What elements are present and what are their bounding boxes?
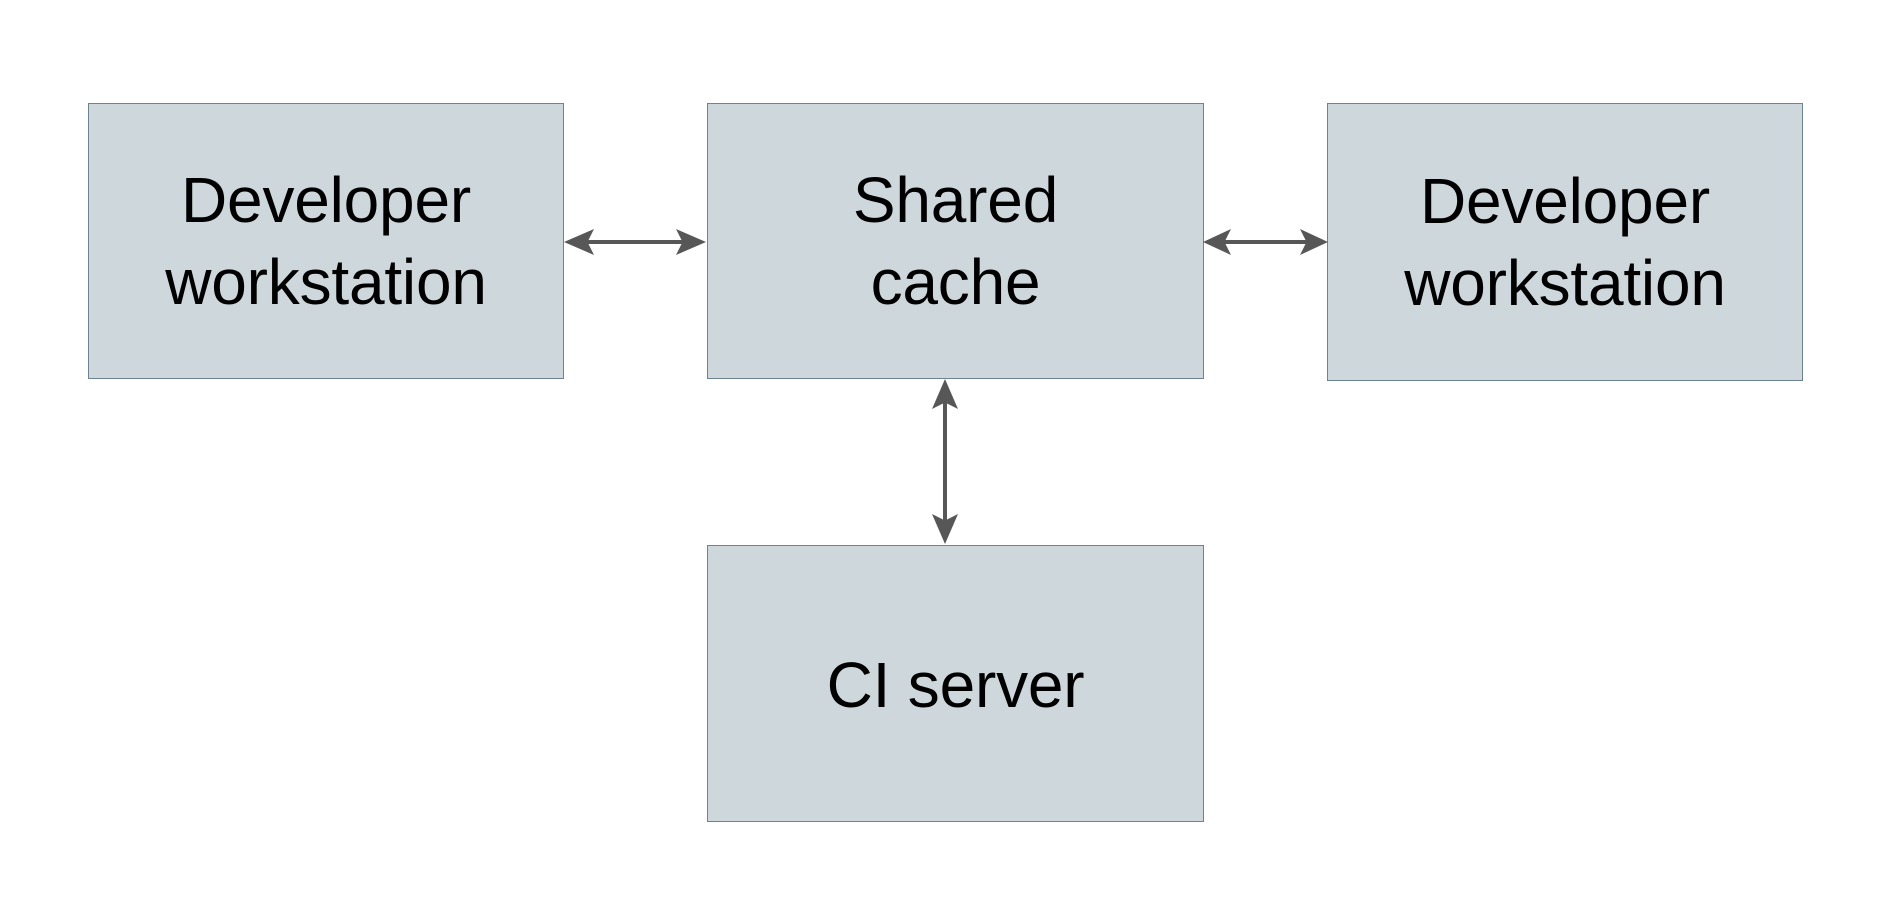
connector-developer-left-to-shared-cache[interactable] (560, 212, 710, 272)
double-arrow-icon (564, 229, 706, 255)
node-ci-server[interactable]: CI server (707, 545, 1204, 822)
node-label-developer-workstation-left: Developer workstation (165, 163, 487, 318)
double-arrow-icon (932, 379, 958, 544)
node-label-shared-cache: Shared cache (852, 163, 1059, 318)
double-arrow-icon (1203, 229, 1328, 255)
node-shared-cache[interactable]: Shared cache (707, 103, 1204, 379)
node-developer-workstation-right[interactable]: Developer workstation (1327, 103, 1803, 381)
connector-shared-cache-to-ci-server[interactable] (915, 375, 975, 548)
node-developer-workstation-left[interactable]: Developer workstation (88, 103, 564, 379)
connector-shared-cache-to-developer-right[interactable] (1200, 212, 1331, 272)
node-label-ci-server: CI server (826, 649, 1085, 722)
node-label-developer-workstation-right: Developer workstation (1404, 164, 1726, 319)
